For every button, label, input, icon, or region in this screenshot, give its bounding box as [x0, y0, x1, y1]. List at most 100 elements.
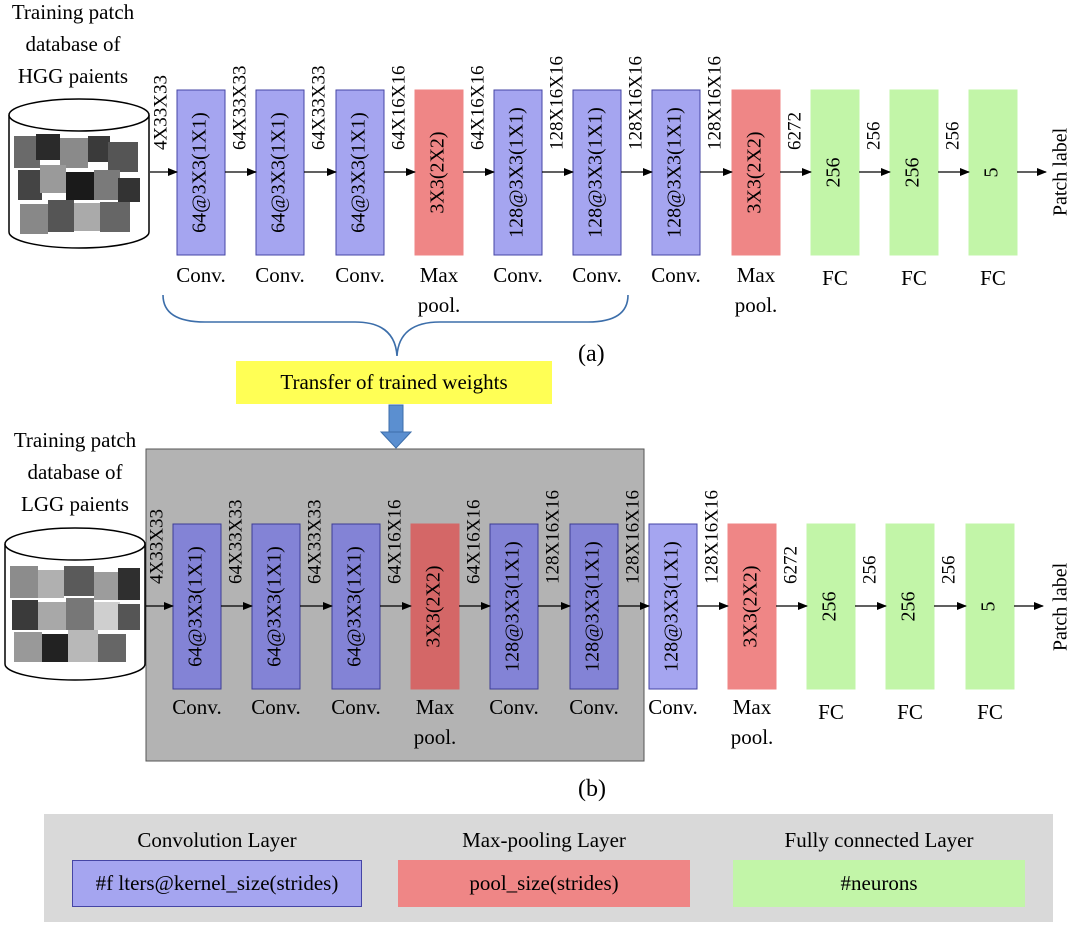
panel-b-dim-9: 256 [859, 556, 880, 585]
panel-b-type-label-3-line-1: Conv. [331, 695, 381, 719]
panel-a-type-label-5-line-1: Conv. [493, 263, 543, 287]
panel-b-layer-11-params: 5 [978, 602, 1000, 612]
panel-b-type-label-5-line-1: Conv. [489, 695, 539, 719]
panel-b-type-label-11-line-1: FC [977, 700, 1003, 724]
panel-a-layer-9: 256 [810, 89, 860, 256]
transfer-brace [162, 294, 629, 357]
lgg-database-label: Training patch database of LGG paients [0, 428, 150, 516]
lgg-database-label-line-3: LGG paients [21, 492, 129, 516]
panel-a-layer-7: 128@3X3(1X1) [651, 89, 701, 256]
panel-a-type-label-8-line-2: pool. [734, 293, 778, 317]
panel-a-dim-9: 256 [863, 122, 884, 151]
panel-a-conv-block-5 [572, 89, 622, 256]
legend-conv-title: Convolution Layer [137, 828, 297, 852]
panel-b-output-label: Patch label [1050, 562, 1072, 651]
legend-pool-title: Max-pooling Layer [462, 828, 626, 852]
panel-b-layer-6: 128@3X3(1X1) [569, 523, 619, 690]
panel-b-dim-8: 6272 [780, 546, 801, 584]
panel-a-dim-4: 64X16X16 [467, 66, 488, 150]
panel-b-layer-11: 5 [965, 523, 1015, 690]
panel-a-type-label-4-line-2: pool. [417, 293, 461, 317]
panel-b-network: 64@3X3(1X1) 64@3X3(1X1) 64@3X3(1X1) 3X3(… [146, 490, 1072, 690]
panel-b-type-label-1-line-1: Conv. [172, 695, 222, 719]
panel-b-layer-2-params: 64@3X3(1X1) [264, 546, 286, 667]
legend-conv-swatch: #f lters@kernel_size(strides) [72, 860, 362, 907]
panel-a-input-dim: 4X33X33 [150, 75, 171, 150]
panel-a-type-label-6: Conv. [557, 263, 637, 287]
panel-a-layer-9-params: 256 [823, 158, 845, 188]
panel-b-fc-block-2 [885, 523, 935, 690]
lgg-database-icon [4, 527, 146, 681]
panel-a-type-label-3-line-1: Conv. [335, 263, 385, 287]
panel-a-type-label-10: FC [874, 266, 954, 290]
panel-b-fc-block-1 [806, 523, 856, 690]
panel-a-layer-5: 128@3X3(1X1) [493, 89, 543, 256]
panel-a-network: 64@3X3(1X1) 64@3X3(1X1) 64@3X3(1X1) 3X3(… [150, 56, 1072, 256]
panel-b-layer-9: 256 [806, 523, 856, 690]
panel-a-type-label-11-line-1: FC [980, 266, 1006, 290]
panel-b-type-label-4-line-1: Max [415, 695, 455, 719]
transfer-weights-label: Transfer of trained weights [280, 370, 508, 394]
panel-a-type-label-5: Conv. [478, 263, 558, 287]
panel-b-dim-5: 128X16X16 [542, 490, 563, 584]
panel-a-layer-8: 3X3(2X2) [731, 89, 781, 256]
panel-b-dim-3: 64X16X16 [384, 500, 405, 584]
panel-a-conv-block-1 [176, 89, 226, 256]
panel-b-type-label-6-line-1: Conv. [569, 695, 619, 719]
panel-a-output-label: Patch label [1050, 127, 1072, 216]
lgg-database-label-line-2: database of [27, 460, 123, 484]
panel-a-type-label-10-line-1: FC [901, 266, 927, 290]
panel-b-type-label-6: Conv. [554, 695, 634, 719]
panel-a-type-label-9: FC [795, 266, 875, 290]
transfer-weights-box: Transfer of trained weights [236, 361, 552, 404]
panel-a-dim-6: 128X16X16 [625, 56, 646, 150]
panel-b-dim-7: 128X16X16 [701, 490, 722, 584]
panel-b-layer-1: 64@3X3(1X1) [172, 523, 222, 690]
panel-b-dim-1: 64X33X33 [225, 500, 246, 584]
panel-a-type-label-1: Conv. [161, 263, 241, 287]
panel-a-type-label-11: FC [953, 266, 1033, 290]
panel-b-type-label-10: FC [870, 700, 950, 724]
panel-a-dim-7: 128X16X16 [704, 56, 725, 150]
panel-b-dim-6: 128X16X16 [622, 490, 643, 584]
panel-b-layer-4-params: 3X3(2X2) [423, 565, 445, 647]
panel-a-layer-6-params: 128@3X3(1X1) [585, 107, 607, 238]
panel-a-type-label-1-line-1: Conv. [176, 263, 226, 287]
panel-b-layer-3-params: 64@3X3(1X1) [344, 546, 366, 667]
panel-b-dim-4: 64X16X16 [463, 500, 484, 584]
lgg-database-label-line-1: Training patch [13, 428, 137, 452]
panel-b-type-label-1: Conv. [157, 695, 237, 719]
panel-b-layer-5: 128@3X3(1X1) [489, 523, 539, 690]
panel-b-conv-block-4 [489, 523, 539, 690]
panel-b-layer-7-params: 128@3X3(1X1) [661, 541, 683, 672]
panel-b-caption: (b) [578, 776, 606, 802]
panel-a-type-label-9-line-1: FC [822, 266, 848, 290]
hgg-database-label: Training patch database of HGG paients [0, 0, 146, 88]
panel-b-layer-8: 3X3(2X2) [727, 523, 777, 690]
panel-b-pool-block-1 [410, 523, 460, 690]
panel-a-dim-2: 64X33X33 [308, 66, 329, 150]
panel-a-layer-2: 64@3X3(1X1) [255, 89, 305, 256]
panel-a-layer-2-params: 64@3X3(1X1) [268, 112, 290, 233]
panel-a-caption: (a) [578, 341, 605, 367]
panel-b-layer-1-params: 64@3X3(1X1) [185, 546, 207, 667]
panel-a-dim-5: 128X16X16 [546, 56, 567, 150]
panel-a-fc-block-3 [968, 89, 1018, 256]
panel-a-layer-4: 3X3(2X2) [414, 89, 464, 256]
legend-fc-swatch: #neurons [733, 860, 1025, 907]
panel-b-type-label-2-line-1: Conv. [251, 695, 301, 719]
panel-b-type-label-8-line-2: pool. [730, 725, 774, 749]
panel-b-layer-3: 64@3X3(1X1) [331, 523, 381, 690]
panel-a-conv-block-4 [493, 89, 543, 256]
panel-a-layer-5-params: 128@3X3(1X1) [506, 107, 528, 238]
panel-b-type-label-10-line-1: FC [897, 700, 923, 724]
panel-b-type-label-7-line-1: Conv. [648, 695, 698, 719]
panel-a-layer-8-params: 3X3(2X2) [744, 131, 766, 213]
panel-b-conv-block-6 [648, 523, 698, 690]
hgg-database-icon [8, 98, 150, 249]
panel-a-type-label-7-line-1: Conv. [651, 263, 701, 287]
panel-b-type-label-9: FC [791, 700, 871, 724]
